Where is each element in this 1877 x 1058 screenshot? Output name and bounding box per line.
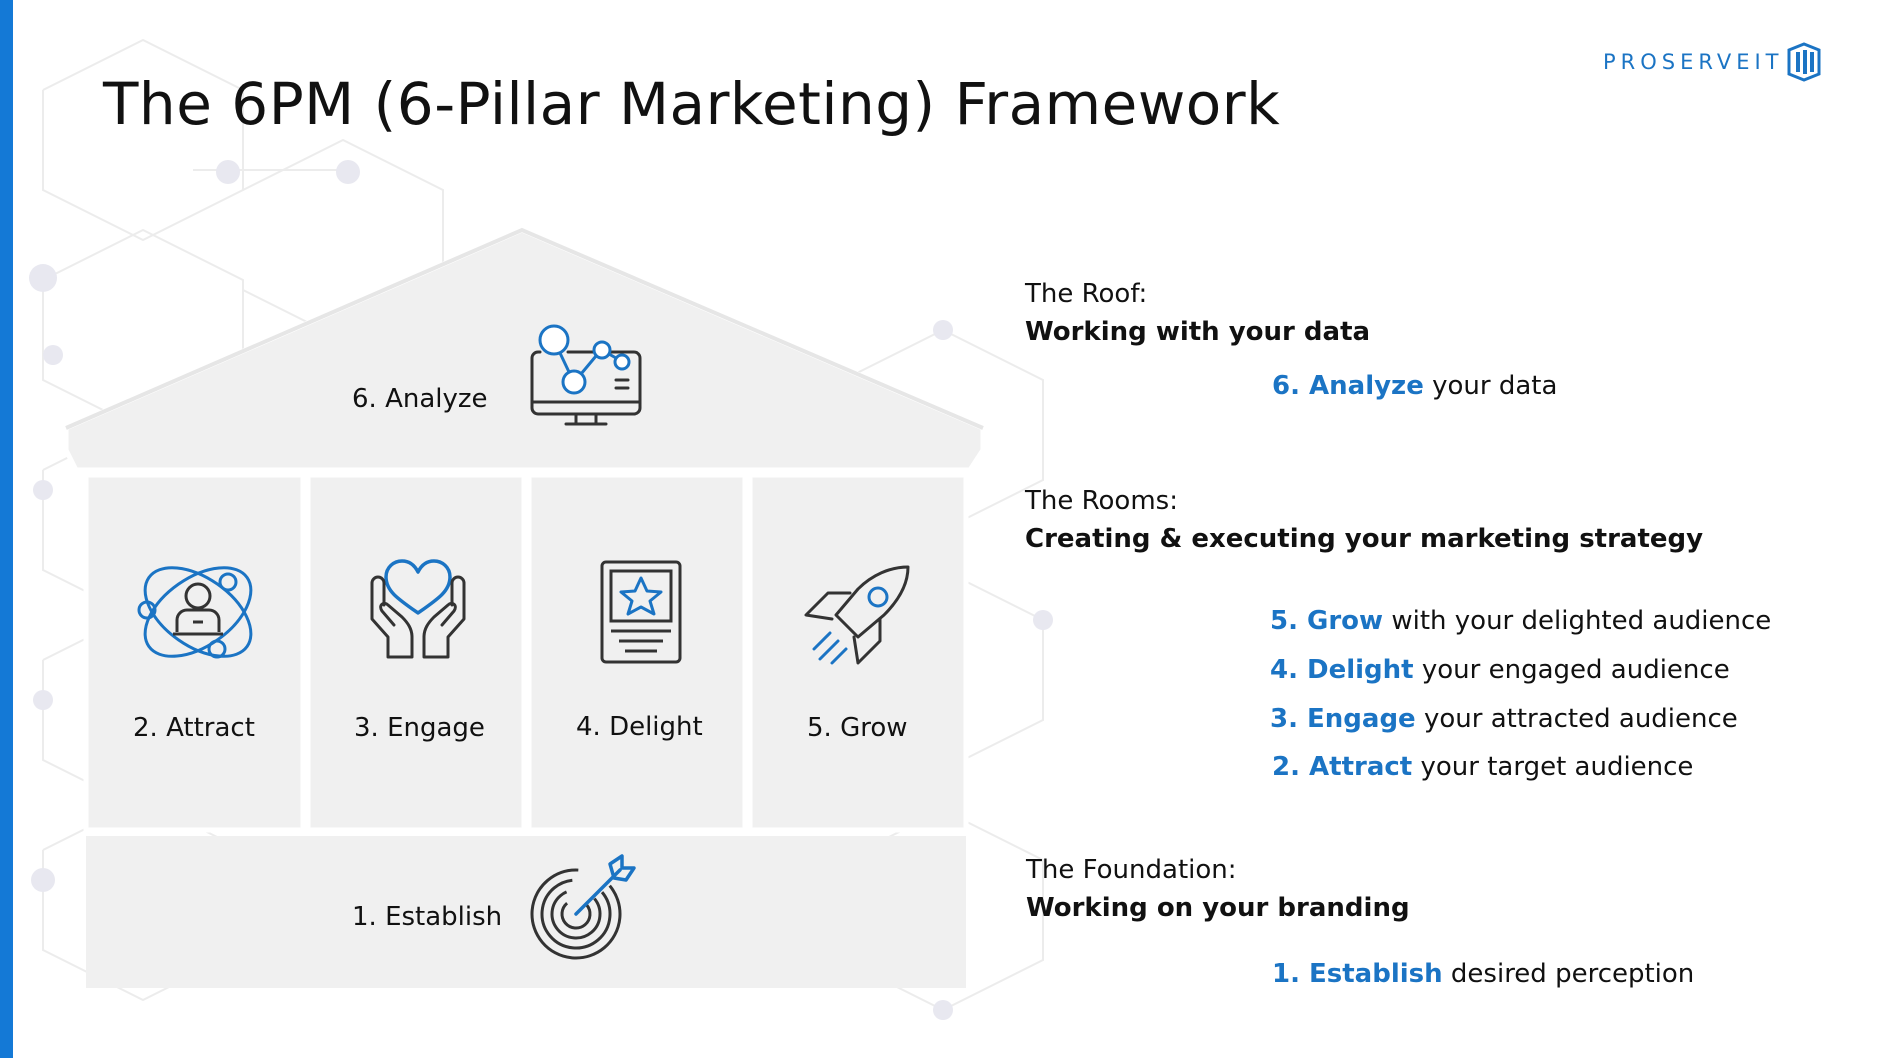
- rocket-icon: [804, 565, 910, 665]
- rooms-item-attract: 2. Attract your target audience: [1272, 752, 1693, 782]
- roof-label: 6. Analyze: [352, 384, 488, 414]
- rooms-item-text: your attracted audience: [1415, 704, 1738, 734]
- rooms-item-engage: 3. Engage your attracted audience: [1270, 704, 1738, 734]
- rooms-item-grow: 5. Grow with your delighted audience: [1270, 606, 1771, 636]
- roof-item-highlight: 6. Analyze: [1272, 371, 1424, 401]
- foundation-item-highlight: 1. Establish: [1272, 959, 1443, 989]
- rooms-heading: The Rooms:: [1025, 486, 1178, 516]
- attract-orbit-icon: [137, 566, 253, 659]
- foundation-item-text: desired perception: [1442, 959, 1695, 989]
- rooms-item-text: your engaged audience: [1413, 655, 1730, 685]
- roof-item-text: your data: [1423, 371, 1558, 401]
- room-label-grow: 5. Grow: [807, 713, 908, 743]
- room-4: [747, 472, 969, 833]
- foundation-label: 1. Establish: [352, 902, 503, 932]
- rooms-item-text: with your delighted audience: [1383, 606, 1772, 636]
- analytics-monitor-icon: [530, 324, 642, 426]
- roof-heading: The Roof:: [1025, 279, 1148, 309]
- proserveit-logo: PROSERVEIT: [1603, 42, 1821, 82]
- rooms-item-highlight: 2. Attract: [1272, 752, 1413, 782]
- foundation-item: 1. Establish desired perception: [1272, 959, 1694, 989]
- roof-item: 6. Analyze your data: [1272, 371, 1557, 401]
- rooms-subheading: Creating & executing your marketing stra…: [1025, 524, 1704, 554]
- roof-shape: [63, 227, 986, 473]
- page-title: The 6PM (6-Pillar Marketing) Framework: [103, 70, 1281, 138]
- rooms-item-highlight: 3. Engage: [1270, 704, 1416, 734]
- roof-subheading: Working with your data: [1025, 317, 1371, 347]
- room-2: [305, 472, 527, 833]
- star-card-icon: [600, 560, 682, 664]
- room-label-delight: 4. Delight: [576, 712, 703, 742]
- rooms-item-highlight: 4. Delight: [1270, 655, 1414, 685]
- accent-bar: [0, 0, 13, 1058]
- rooms-item-delight: 4. Delight your engaged audience: [1270, 655, 1730, 685]
- heart-hands-icon: [370, 559, 466, 659]
- logo-mark-icon: [1787, 42, 1821, 82]
- foundation-heading: The Foundation:: [1026, 855, 1237, 885]
- foundation-shape: [86, 836, 966, 988]
- target-arrow-icon: [530, 854, 636, 960]
- rooms-item-highlight: 5. Grow: [1270, 606, 1384, 636]
- rooms-item-text: your target audience: [1412, 752, 1694, 782]
- logo-text: PROSERVEIT: [1603, 50, 1784, 74]
- room-label-attract: 2. Attract: [133, 713, 255, 743]
- foundation-subheading: Working on your branding: [1026, 893, 1410, 923]
- room-label-engage: 3. Engage: [354, 713, 485, 743]
